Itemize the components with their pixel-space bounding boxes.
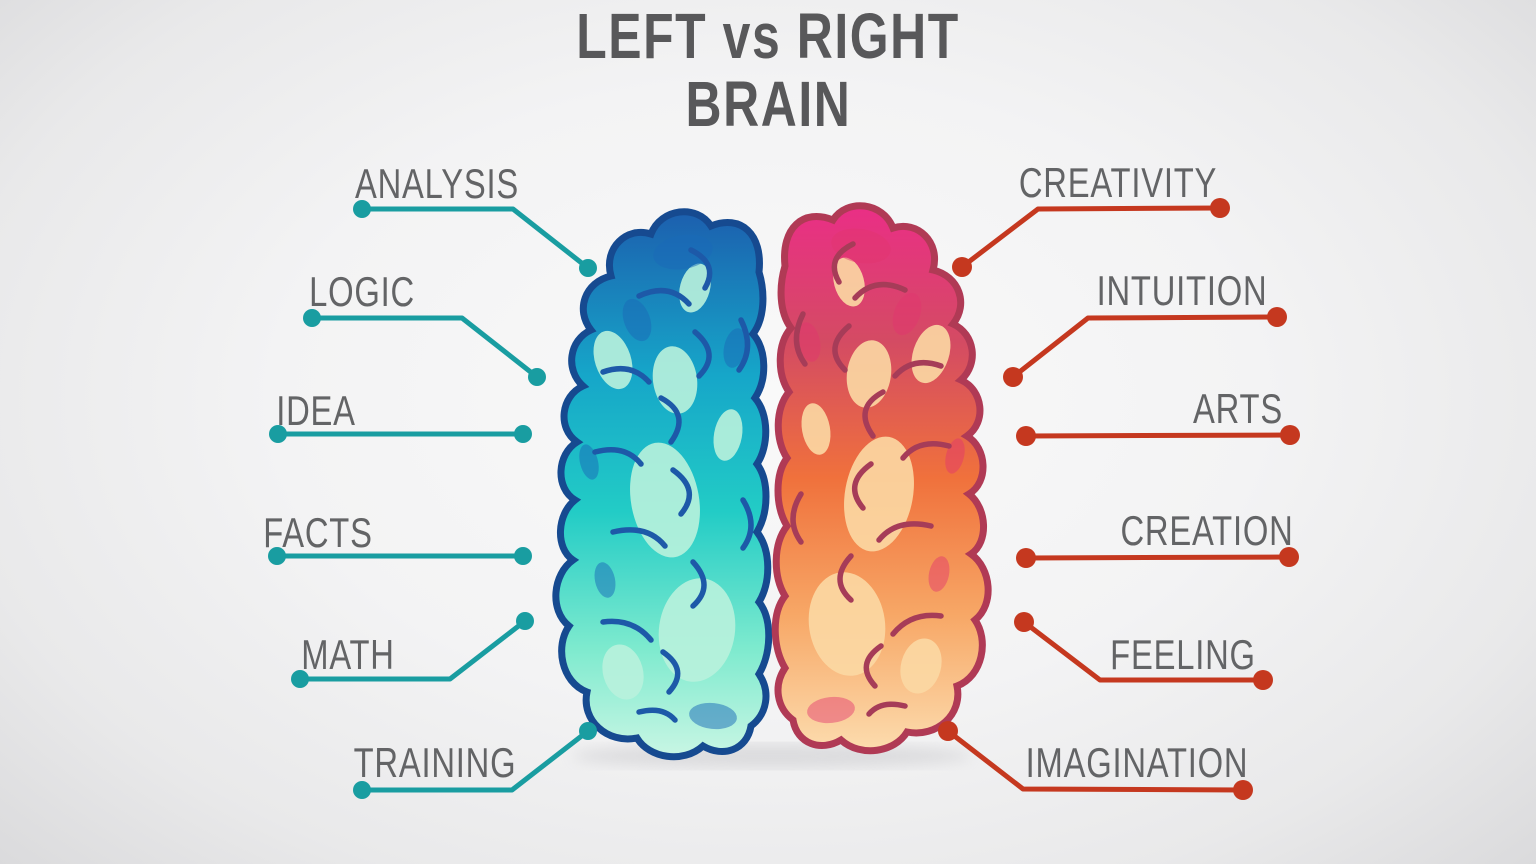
label-creativity: CREATIVITY <box>1018 159 1218 206</box>
connector-facts <box>268 547 532 565</box>
label-imagination: IMAGINATION <box>1025 739 1249 786</box>
label-creation: CREATION <box>1120 507 1294 554</box>
connector-logic <box>303 309 546 386</box>
brain-illustration <box>545 200 1005 768</box>
connector-intuition <box>1003 307 1287 387</box>
label-idea: IDEA <box>276 387 356 434</box>
page-title: LEFT vs RIGHT BRAIN <box>522 2 1014 138</box>
label-arts: ARTS <box>1193 385 1283 432</box>
label-training: TRAINING <box>353 739 517 786</box>
label-logic: LOGIC <box>309 268 415 315</box>
label-feeling: FEELING <box>1110 631 1256 678</box>
label-math: MATH <box>301 631 395 678</box>
connector-creativity <box>952 198 1230 277</box>
connector-training <box>353 722 597 799</box>
connector-imagination <box>938 721 1253 800</box>
connector-idea <box>269 425 532 443</box>
label-analysis: ANALYSIS <box>354 160 520 207</box>
connector-creation <box>1016 547 1299 568</box>
connector-math <box>291 612 534 688</box>
label-facts: FACTS <box>263 509 373 556</box>
connector-arts <box>1016 425 1300 446</box>
title-line-2: BRAIN <box>685 68 851 140</box>
label-intuition: INTUITION <box>1096 267 1268 314</box>
connector-analysis <box>353 200 597 277</box>
title-line-1: LEFT vs RIGHT <box>576 0 960 72</box>
connector-feeling <box>1014 612 1273 690</box>
